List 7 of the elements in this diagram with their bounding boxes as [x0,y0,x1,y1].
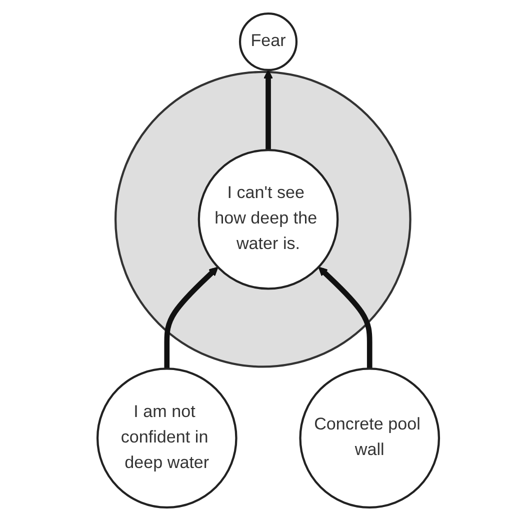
arrow [164,266,219,369]
node-circle: I can't see how deep the water is. [198,148,339,290]
node-circle: Concrete pool wall [299,368,440,509]
node-circle: Fear [239,12,298,72]
node-circle: I am not confident in deep water [96,368,238,509]
arrow [318,266,373,369]
arrow [264,70,274,150]
